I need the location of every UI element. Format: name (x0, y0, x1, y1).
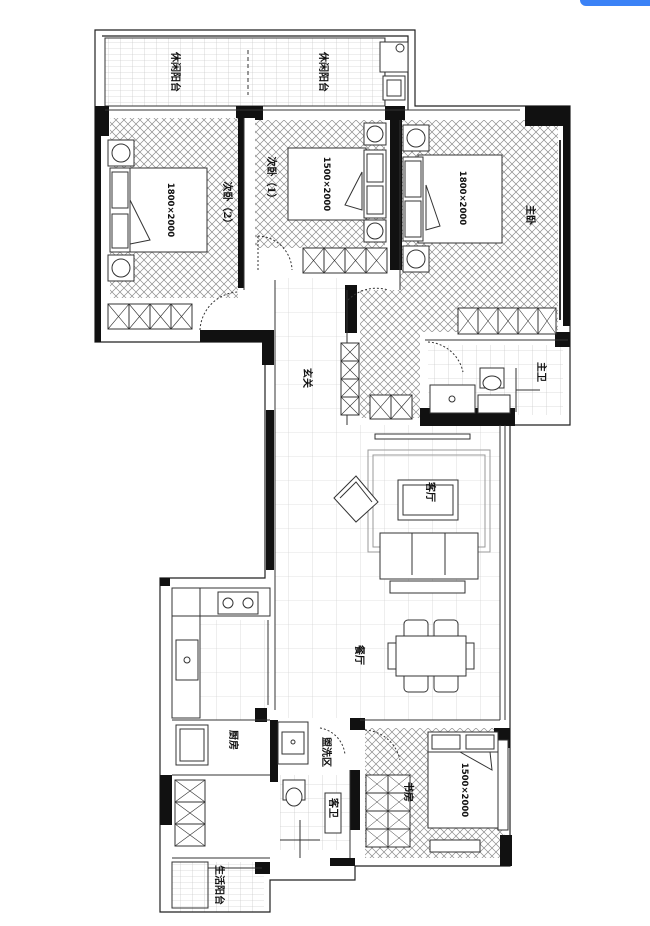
study-furniture (364, 729, 509, 853)
bed-size-bedroom1: 1500×2000 (321, 157, 331, 212)
kitchen-floor (200, 620, 270, 720)
living-furniture (333, 433, 491, 594)
outer-outline (94, 29, 571, 913)
guest-bath-fixtures (277, 721, 346, 858)
master-furniture (402, 124, 561, 335)
kitchen-fixtures (171, 587, 271, 766)
dining-furniture (387, 619, 475, 693)
master-bath-fixtures (427, 341, 540, 414)
label-guest-bath: 客卫 (327, 797, 340, 818)
corner-badge (580, 0, 650, 6)
label-utility-balcony: 生活阳台 (213, 865, 226, 905)
label-laundry-area: 盥洗区 (320, 737, 333, 767)
label-bedroom1: 次卧（1） (265, 157, 278, 204)
label-master-bath: 主卫 (535, 362, 548, 382)
bedroom2-furniture (107, 139, 239, 331)
bedroom1-furniture (257, 122, 388, 274)
label-bedroom2: 次卧（2） (221, 182, 234, 229)
label-master-bedroom: 主卧 (524, 205, 537, 225)
partitions (105, 109, 568, 859)
bed-size-bedroom2: 1800×2000 (165, 183, 175, 238)
bed-size-master: 1800×2000 (457, 171, 467, 226)
utility-balcony-fixtures (171, 861, 262, 909)
label-balcony-right: 休闲阳台 (317, 51, 330, 92)
label-kitchen: 厨房 (227, 730, 240, 750)
label-hallway: 玄关 (301, 368, 314, 388)
balcony-floor (104, 37, 386, 107)
utility-balcony-floor (172, 862, 264, 912)
balcony-fixtures (247, 41, 409, 101)
label-living-room: 客厅 (424, 481, 437, 502)
label-study: 书房 (402, 782, 415, 802)
utility-cabinets (174, 779, 206, 847)
label-dining-room: 餐厅 (353, 644, 366, 665)
bed-size-study: 1500×2000 (459, 763, 469, 818)
label-balcony-left: 休闲阳台 (169, 51, 182, 92)
corridor-cabinets (340, 287, 413, 420)
